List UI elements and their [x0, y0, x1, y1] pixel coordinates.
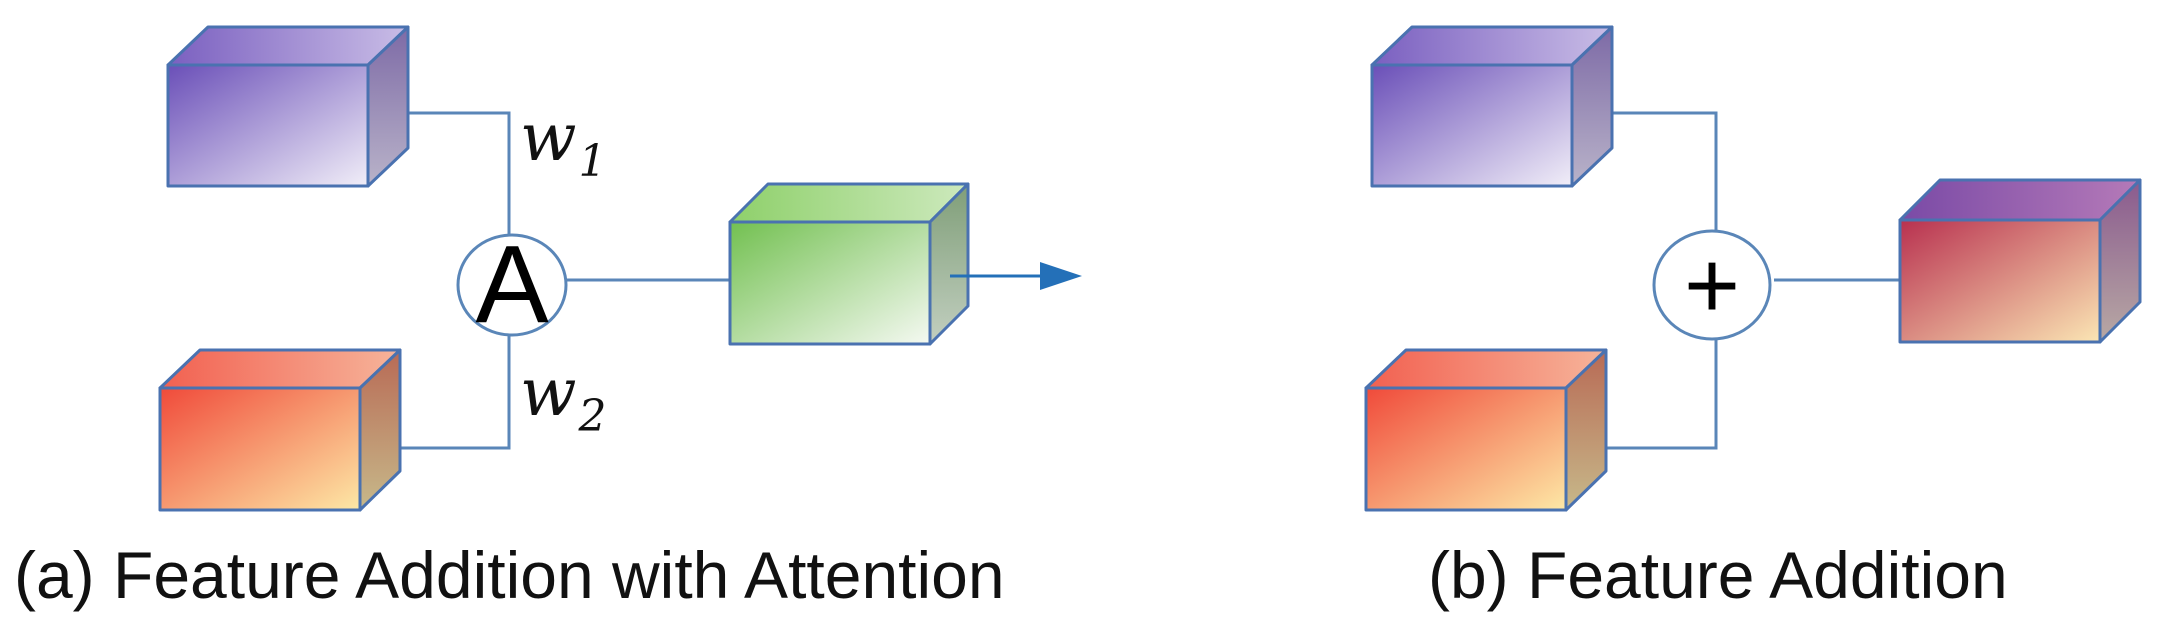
connector-top — [392, 111, 511, 235]
attention-operator-label: A — [475, 223, 549, 346]
panel-b-connectors — [1566, 111, 1900, 450]
output-arrow — [950, 262, 1082, 290]
purple-feature-cube-a — [166, 25, 410, 188]
crimson-output-cube — [1898, 178, 2142, 344]
panel-a-connectors — [360, 111, 730, 450]
panel-b: + — [1364, 25, 2142, 512]
attention-operator: A — [456, 223, 568, 346]
weight-w1: w1 — [520, 99, 607, 187]
addition-operator-label: + — [1684, 232, 1740, 339]
orange-feature-cube-a — [158, 348, 402, 512]
connector-top-b — [1612, 111, 1718, 230]
caption-b: (b) Feature Addition — [1428, 538, 2008, 612]
connector-bottom — [360, 335, 511, 450]
caption-a: (a) Feature Addition with Attention — [14, 538, 1005, 612]
panel-a: A w1 w2 — [158, 25, 1082, 512]
weight-w2: w2 — [520, 354, 607, 442]
connector-bottom-b — [1566, 340, 1718, 450]
orange-feature-cube-b — [1364, 348, 1608, 512]
purple-feature-cube-b — [1370, 25, 1614, 188]
green-output-cube — [728, 182, 970, 346]
addition-operator: + — [1652, 229, 1772, 341]
